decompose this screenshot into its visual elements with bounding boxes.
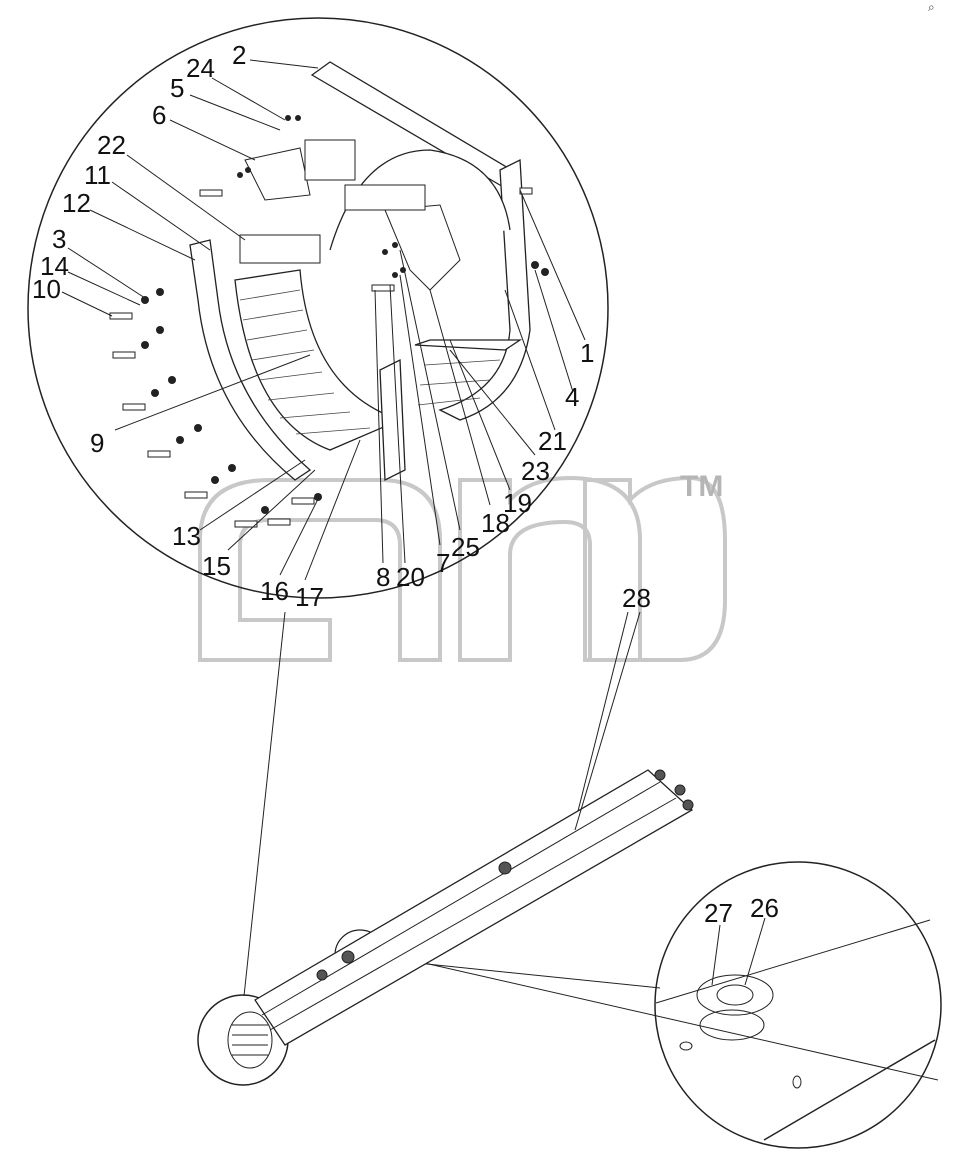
- callout-21: 21: [538, 426, 567, 456]
- bolts: [109, 187, 533, 528]
- callout-25: 25: [451, 532, 480, 562]
- upper-clamps: [239, 139, 461, 291]
- beam: [254, 769, 694, 1046]
- callout-7: 7: [436, 548, 451, 578]
- callout-27: 27: [704, 898, 733, 928]
- callout-8: 8: [376, 562, 391, 592]
- callout-24: 24: [186, 53, 215, 83]
- callout-9: 9: [90, 428, 105, 458]
- callout-12: 12: [62, 188, 91, 218]
- callout-15: 15: [202, 551, 231, 581]
- callout-22: 22: [97, 130, 126, 160]
- leader-lines: [243, 611, 939, 1081]
- callout-11: 11: [84, 160, 111, 190]
- callout-2: 2: [232, 40, 247, 70]
- callout-6: 6: [152, 100, 167, 130]
- callout-1: 1: [580, 338, 595, 368]
- callout-13: 13: [172, 521, 201, 551]
- callout-23: 23: [521, 456, 550, 486]
- callout-20: 20: [396, 562, 425, 592]
- callout-4: 4: [565, 382, 580, 412]
- detail-circle-main: [27, 17, 609, 599]
- beam-end-fixtures: [316, 769, 694, 981]
- watermark-logo: [198, 475, 727, 662]
- callout-26: 26: [750, 893, 779, 923]
- callout-10: 10: [32, 274, 61, 304]
- nuts-washers: [141, 115, 549, 514]
- callout-leaders: [61, 59, 766, 986]
- detail-circle-bearing: [654, 861, 942, 1149]
- callout-17: 17: [295, 582, 324, 612]
- callout-28: 28: [622, 583, 651, 613]
- corner-mark: ⌕: [928, 0, 935, 14]
- sieve-slats: [239, 289, 501, 435]
- callout-16: 16: [260, 576, 289, 606]
- callout-5: 5: [170, 73, 185, 103]
- bearing-detail: [655, 919, 936, 1141]
- end-drum-sketch: [227, 1011, 273, 1069]
- callout-18: 18: [481, 508, 510, 538]
- trademark-mark: TM: [680, 470, 724, 503]
- callout-3: 3: [52, 224, 67, 254]
- callout-14: 14: [40, 251, 69, 281]
- callout-19: 19: [503, 488, 532, 518]
- drum-frame: [189, 61, 531, 482]
